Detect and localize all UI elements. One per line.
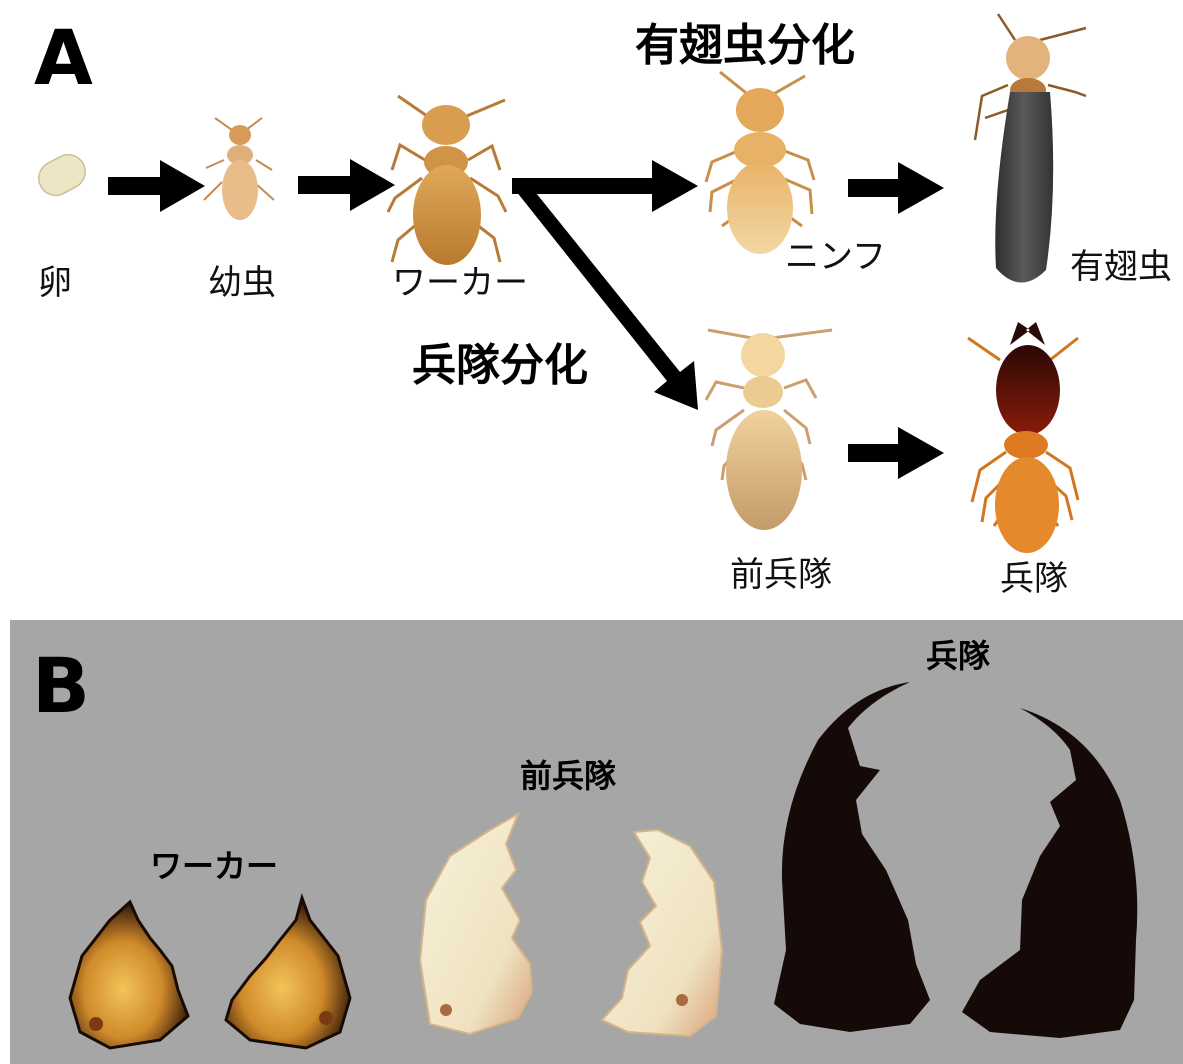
arrow-egg-to-larva (108, 160, 205, 212)
panel-a: A (0, 0, 1183, 620)
soldier-differentiation-label: 兵隊分化 (412, 344, 588, 388)
nymph-label: ニンフ (785, 240, 886, 274)
alate-label: 有翅虫 (1070, 250, 1172, 284)
arrow-nymph-to-alate (848, 162, 944, 214)
worker-illustration (388, 96, 506, 265)
worker-label: ワーカー (392, 266, 528, 300)
soldier-mandible-right (962, 708, 1137, 1038)
alate-illustration (975, 14, 1086, 283)
arrow-larva-to-worker (298, 159, 395, 211)
worker-mandible-label: ワーカー (150, 850, 278, 882)
larva-label: 幼虫 (208, 266, 276, 300)
worker-mandible-left (70, 902, 188, 1048)
soldier-illustration (968, 322, 1078, 553)
egg-illustration (33, 149, 91, 202)
presoldier-illustration (706, 330, 832, 530)
soldier-label: 兵隊 (1000, 562, 1068, 596)
arrow-presoldier-to-soldier (848, 427, 944, 479)
panel-b-drawing (10, 620, 1183, 1064)
worker-mandible-right (226, 898, 350, 1048)
nymph-illustration (706, 72, 814, 254)
larva-illustration (204, 118, 274, 220)
presoldier-label: 前兵隊 (730, 558, 832, 592)
presoldier-mandible-right (602, 830, 722, 1036)
presoldier-mandible-left (420, 814, 532, 1034)
egg-label: 卵 (38, 266, 72, 300)
presoldier-mandible-label: 前兵隊 (520, 760, 616, 792)
panel-a-drawing (0, 0, 1183, 620)
panel-b: B (10, 620, 1183, 1064)
soldier-mandible-left (774, 682, 930, 1032)
soldier-mandible-label: 兵隊 (926, 640, 990, 672)
alate-differentiation-label: 有翅虫分化 (635, 24, 855, 68)
